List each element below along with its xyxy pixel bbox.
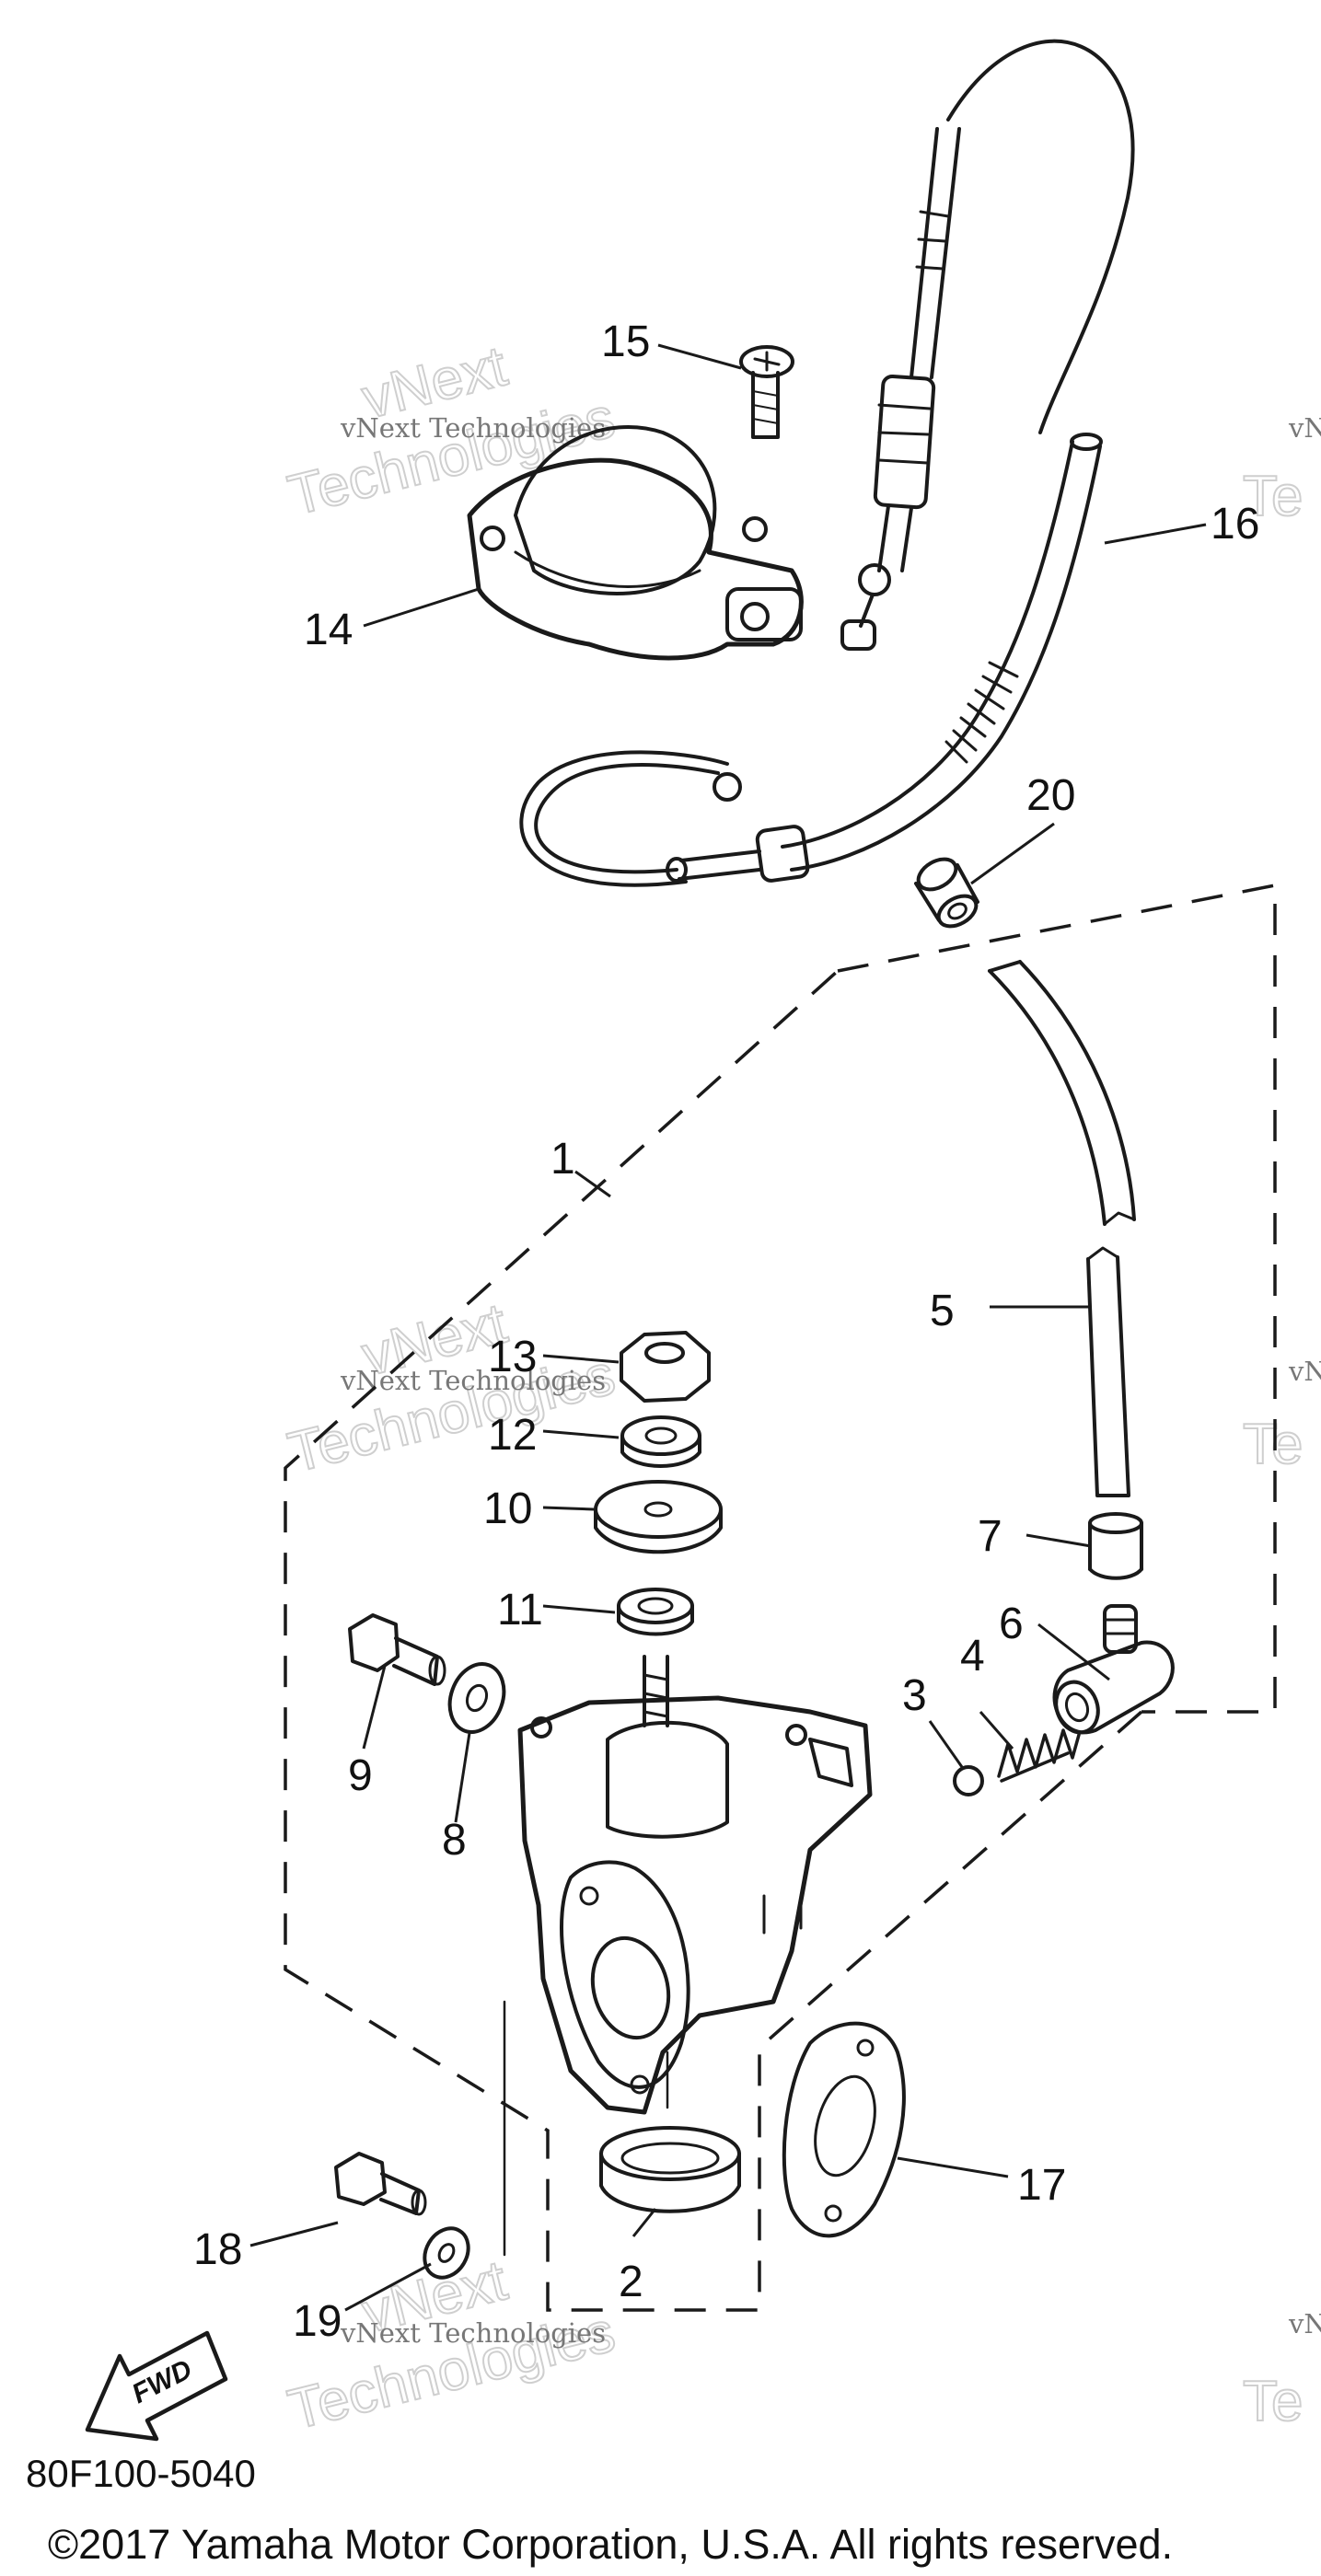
callout-8: 8 [442,1816,467,1865]
watermark-company: vNext Technologies [340,1365,606,1396]
callout-16: 16 [1211,500,1259,549]
fwd-arrow-icon: FWD [85,2330,228,2442]
callout-1: 1 [550,1135,575,1184]
watermark-company: vNext Technologies [340,2317,606,2349]
part-hose [988,960,1136,1497]
watermark-edge-group: vN Te vN Te vN Te [1242,412,1321,2434]
watermark-edge-big: Te [1243,465,1303,528]
part-gasket [782,2021,906,2238]
center-line [503,2000,669,2257]
part-washer-large [594,1480,723,1554]
part-washer-lower [423,2226,470,2280]
callout-18: 18 [193,2225,242,2274]
callout-9: 9 [348,1751,373,1800]
watermark-edge-big: Te [1243,1413,1303,1476]
callout-4: 4 [960,1632,985,1681]
copyright-notice: ©2017 Yamaha Motor Corporation, U.S.A. A… [48,2521,1173,2568]
part-joint [1052,1604,1175,1735]
watermark-group-top: vNext Technologies vNext Technologies [282,333,622,528]
part-clip [1088,1512,1143,1580]
callout-5: 5 [930,1287,955,1335]
part-oil-seal [599,2126,741,2213]
part-washer-small [617,1588,694,1636]
part-ball [953,1765,984,1796]
part-cover [467,425,804,661]
part-bolt-upper [348,1613,446,1686]
callout-17: 17 [1017,2161,1066,2210]
callout-11: 11 [497,1586,543,1635]
callout-20: 20 [1026,771,1075,820]
callout-19: 19 [293,2297,342,2346]
callout-3: 3 [902,1671,927,1720]
part-housing [517,1655,873,2115]
callout-6: 6 [999,1600,1024,1648]
callout-2: 2 [619,2258,643,2306]
part-spring [997,1728,1081,1783]
watermark-edge: vN [1288,2308,1321,2339]
part-screw [739,345,794,439]
throttle-cable [840,39,1135,651]
part-collar [914,857,979,929]
part-washer-bolt [447,1662,506,1734]
watermark-edge: vN [1288,1356,1321,1387]
diagram-reference-code: 80F100-5040 [26,2452,256,2495]
callout-15: 15 [601,318,650,366]
assembly-boundary [284,883,1277,2312]
part-nut [620,1331,711,1403]
callouts: 15 16 20 14 1 5 7 6 4 3 13 12 10 11 9 8 … [193,318,1259,2346]
part-lock-washer [620,1415,701,1468]
callout-7: 7 [978,1512,1002,1561]
leader-lines [249,343,1207,2312]
pilot-hose [519,433,1103,887]
watermark-group-middle: vNext Technologies vNext Technologies [282,1290,622,1485]
callout-14: 14 [304,606,353,654]
watermark-edge: vN [1288,412,1321,444]
watermark-edge-big: Te [1243,2370,1303,2433]
callout-12: 12 [488,1411,537,1460]
part-bolt-lower [334,2152,427,2216]
watermark-group-bottom: vNext Technologies vNext Technologies [282,2247,622,2443]
callout-13: 13 [488,1333,537,1381]
callout-10: 10 [483,1484,532,1533]
watermark-company: vNext Technologies [340,412,606,444]
